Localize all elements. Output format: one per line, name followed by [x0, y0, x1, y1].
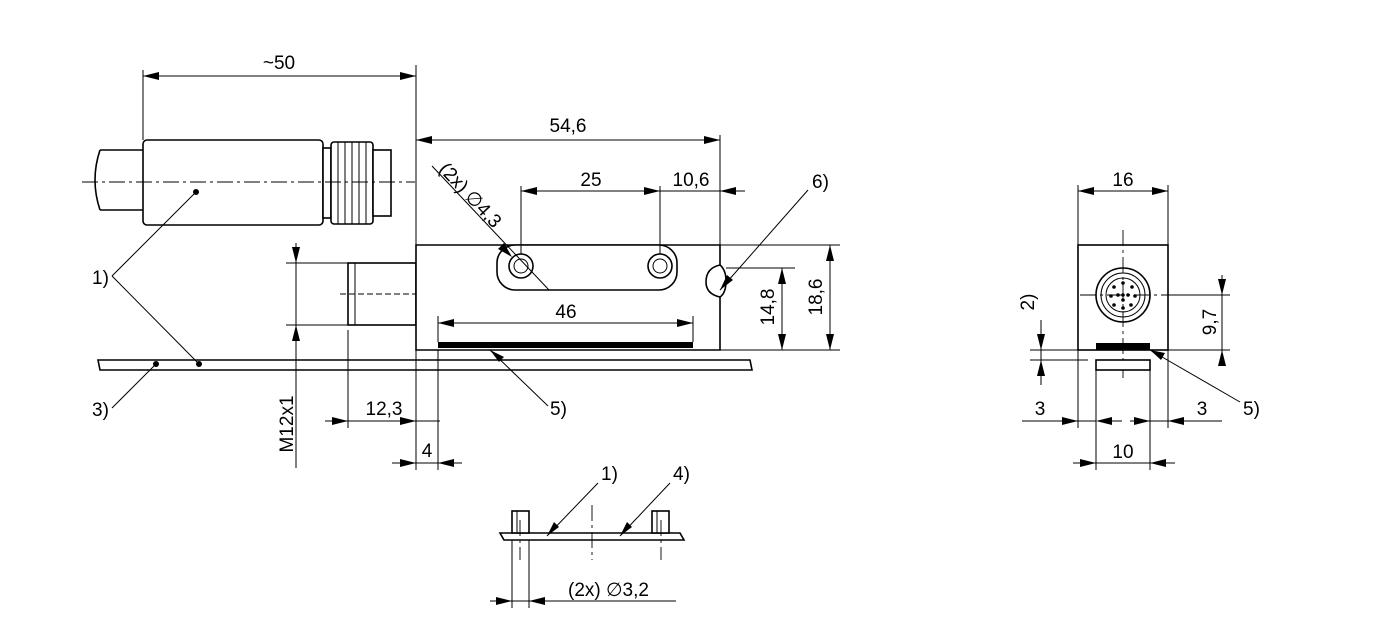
dim-label-overall-length: 54,6 [550, 116, 587, 137]
dim-label-hole-diameter: (2x) ∅4,3 [434, 159, 505, 232]
callout-label-4-detail: 4) [673, 464, 690, 485]
detail-plate [498, 532, 686, 541]
sensor-body [340, 244, 727, 351]
callout-label-6: 6) [812, 172, 829, 193]
dim-label-hole-edge: 10,6 [673, 170, 710, 191]
mounting-slot [496, 244, 678, 291]
callout-5-main: 5) [489, 349, 567, 420]
dim-overall-length: 54,6 [416, 116, 721, 245]
dim-label-side-right: 3 [1197, 399, 1208, 420]
dim-label-side-left: 3 [1035, 399, 1046, 420]
dim-label-sensing-length: 46 [555, 302, 576, 323]
side-sensing-face [1096, 343, 1150, 350]
callout-label-3: 3) [92, 400, 109, 421]
dim-label-pin-diameter: (2x) ∅3,2 [568, 580, 649, 601]
dim-label-face-offset: 4 [422, 441, 433, 462]
side-plate [1095, 359, 1151, 371]
callout-3: 3) [92, 363, 157, 421]
callout-5-side: 5) [1149, 349, 1260, 420]
callout-1-main: 1) [92, 191, 200, 365]
side-view [1077, 230, 1172, 378]
dim-label-height-small: 14,8 [758, 289, 779, 326]
callout-2: 2) [1018, 294, 1088, 385]
callout-label-2: 2) [1018, 294, 1039, 311]
dim-label-hole-pitch: 25 [580, 170, 601, 191]
dim-cable-length: ~50 [142, 53, 417, 245]
dim-label-side-height: 9,7 [1200, 309, 1221, 335]
detail-pin-right [651, 510, 670, 534]
dim-connector-offsets: 12,3 4 [325, 330, 462, 470]
connector-pins [1109, 281, 1137, 310]
callout-label-5-side: 5) [1243, 399, 1260, 420]
cable-end [94, 149, 101, 211]
dim-label-side-bottom-width: 10 [1112, 442, 1133, 463]
active-sensing-face [438, 342, 693, 348]
callout-label-5-main: 5) [550, 399, 567, 420]
callout-label-1-main: 1) [92, 268, 109, 289]
dim-sensing-length: 46 [437, 302, 694, 342]
dim-label-side-width: 16 [1112, 170, 1133, 191]
dim-label-cable-length: ~50 [263, 53, 295, 74]
dim-label-connector-offset: 12,3 [366, 399, 403, 420]
dim-side-width: 16 [1077, 170, 1169, 245]
connector-housing [142, 139, 324, 226]
dim-label-thread: M12x1 [277, 395, 298, 452]
dim-heights: 14,8 18,6 [720, 244, 840, 351]
detail-pin-left [511, 510, 530, 534]
dim-label-height-total: 18,6 [806, 279, 827, 316]
dim-side-bottom: 3 3 10 [1022, 350, 1222, 470]
dim-side-height: 9,7 [1168, 275, 1230, 366]
callout-label-1-detail: 1) [601, 464, 618, 485]
detail-view: 1) 4) (2x) ∅3,2 [490, 464, 690, 608]
dim-thread: M12x1 [277, 243, 348, 468]
cable-connector [82, 139, 415, 226]
callout-6: 6) [719, 172, 829, 291]
dim-hole-pitch: 25 10,6 [520, 170, 745, 254]
